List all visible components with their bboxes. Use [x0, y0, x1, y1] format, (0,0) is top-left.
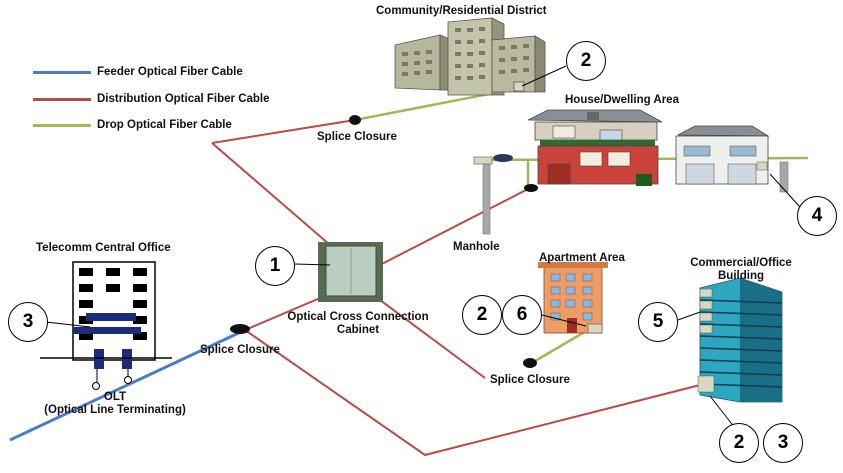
apartment-building	[538, 262, 608, 334]
community-buildings	[394, 17, 546, 96]
marker-apartment-b: 6	[502, 295, 542, 335]
office-tower	[697, 277, 783, 403]
marker-house: 4	[797, 196, 837, 236]
legend-distribution-label: Distribution Optical Fiber Cable	[97, 93, 270, 105]
cross-connect-cabinet	[318, 242, 383, 302]
cabinet-label-line1: Optical Cross Connection	[287, 311, 429, 323]
marker-community: 2	[566, 41, 606, 81]
distribution-cables	[211, 119, 701, 457]
commercial-label-line2: Building	[718, 270, 764, 282]
cabinet-label-line2: Cabinet	[336, 324, 380, 336]
olt-label: OLT (Optical Line Terminating)	[20, 391, 210, 417]
legend-feeder: Feeder Optical Fiber Cable	[33, 66, 243, 78]
olt-label-line1: OLT	[103, 391, 127, 403]
house-label: House/Dwelling Area	[565, 94, 679, 106]
feeder-cable	[9, 328, 246, 442]
central-office-building	[40, 261, 172, 390]
olt-label-line2: (Optical Line Terminating)	[44, 404, 186, 416]
commercial-label: Commercial/Office Building	[676, 257, 806, 283]
legend-distribution-swatch	[33, 97, 91, 101]
legend-drop-swatch	[33, 123, 91, 127]
marker-commercial-bottom-a: 2	[719, 423, 759, 463]
splice-closure-left-label: Splice Closure	[200, 344, 280, 356]
commercial-label-line1: Commercial/Office	[690, 257, 792, 269]
central-office-label: Telecomm Central Office	[36, 242, 171, 254]
marker-apartment-a: 2	[462, 295, 502, 335]
marker-commercial-top: 5	[638, 302, 678, 342]
marker-commercial-bottom-b: 3	[763, 423, 803, 463]
legend-distribution: Distribution Optical Fiber Cable	[33, 93, 270, 105]
manhole-label: Manhole	[453, 241, 500, 253]
splice-closure-bottom-label: Splice Closure	[490, 374, 570, 386]
legend-feeder-label: Feeder Optical Fiber Cable	[97, 66, 243, 78]
legend-drop-label: Drop Optical Fiber Cable	[97, 119, 232, 131]
apartment-label: Apartment Area	[539, 252, 625, 264]
legend-feeder-swatch	[33, 70, 91, 74]
splice-closures	[230, 115, 538, 368]
splice-closure-top-label: Splice Closure	[317, 131, 397, 143]
marker-arrows	[45, 65, 801, 429]
cabinet-label: Optical Cross Connection Cabinet	[274, 311, 442, 337]
houses	[473, 109, 789, 235]
legend-drop: Drop Optical Fiber Cable	[33, 119, 232, 131]
marker-cabinet: 1	[255, 246, 295, 286]
marker-central-office: 3	[8, 302, 48, 342]
community-label: Community/Residential District	[376, 5, 547, 17]
